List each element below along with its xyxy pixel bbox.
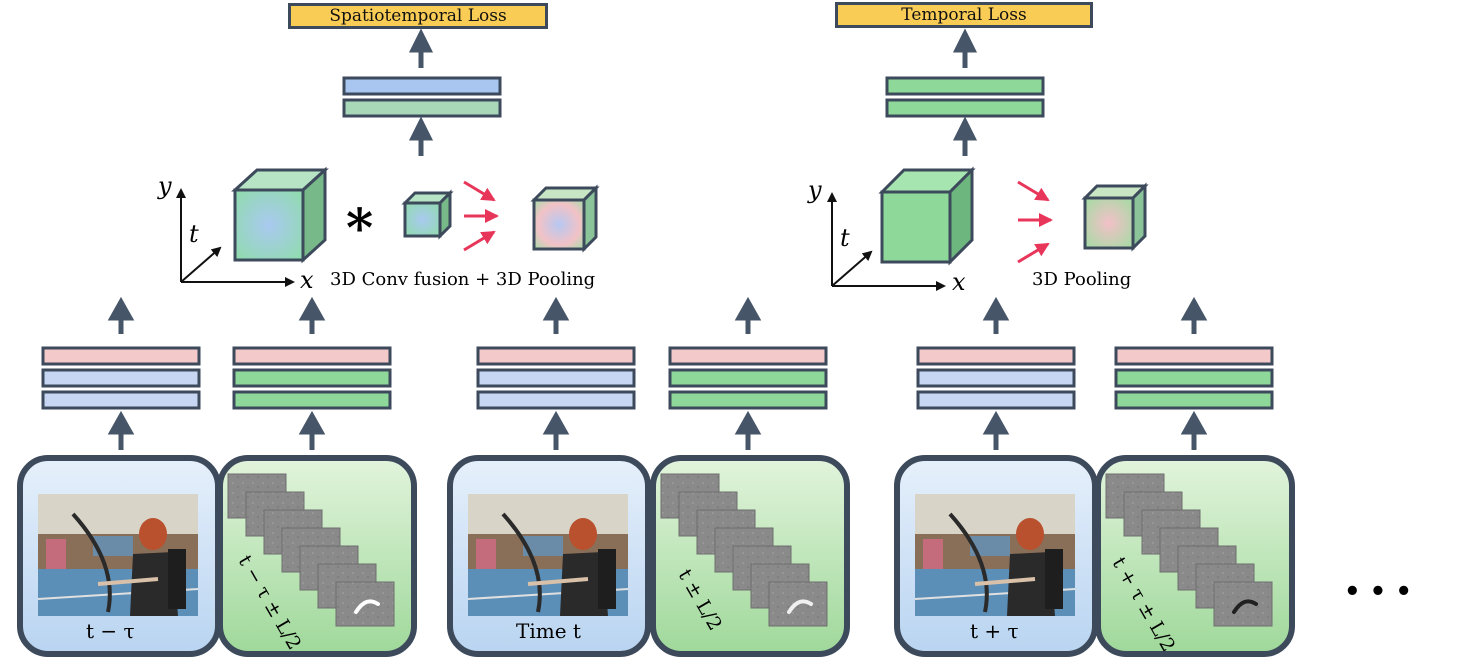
conv-layer xyxy=(232,346,392,366)
conv-layer xyxy=(476,346,636,366)
up-arrow xyxy=(542,410,570,450)
axis-t-label: t xyxy=(840,224,850,252)
input-panels xyxy=(17,455,1295,657)
optical-flow-panel xyxy=(1095,455,1295,657)
motion-cnn-stack xyxy=(1114,296,1274,450)
temporal-loss-box: Temporal Loss xyxy=(835,2,1093,28)
conv-layer xyxy=(41,368,201,388)
conv-layer xyxy=(476,368,636,388)
appearance-cnn-stack xyxy=(41,296,201,450)
axis-y-label: y xyxy=(157,172,172,200)
conv-layer xyxy=(1114,390,1274,410)
conv-layer xyxy=(916,368,1076,388)
pooled-cube xyxy=(530,184,600,253)
continuation-ellipsis: • • • xyxy=(1344,577,1412,607)
conv-layer xyxy=(668,368,828,388)
conv-layer xyxy=(668,346,828,366)
up-arrow xyxy=(982,296,1010,334)
flow-frame-stack xyxy=(1105,473,1273,627)
rgb-frame-panel xyxy=(447,455,651,657)
optical-flow-panel xyxy=(650,455,850,657)
appearance-cnn-stack xyxy=(476,296,636,450)
conv-filter-cube-small xyxy=(401,189,454,240)
up-arrow xyxy=(1180,410,1208,450)
up-arrow xyxy=(734,410,762,450)
frame-label-right: t + τ xyxy=(970,619,1019,643)
conv-layer xyxy=(1114,368,1274,388)
video-frame-image xyxy=(914,494,1076,616)
right-top-branch xyxy=(885,28,1045,156)
up-arrow xyxy=(542,296,570,334)
axes-left: y t x xyxy=(157,172,314,294)
conv-layer xyxy=(1114,346,1274,366)
flow-frame-stack xyxy=(660,473,828,627)
motion-cnn-stack xyxy=(232,296,392,450)
left-top-branch xyxy=(342,28,502,156)
appearance-cnn-stack xyxy=(916,296,1076,450)
axis-x-label: x xyxy=(300,266,314,294)
conv-layer xyxy=(916,346,1076,366)
feature-volume-cube-large xyxy=(231,166,329,264)
video-frame-image xyxy=(37,494,199,616)
axis-x-label: x xyxy=(952,268,966,296)
up-arrow xyxy=(734,296,762,334)
up-arrow xyxy=(107,296,135,334)
fc-layer xyxy=(342,76,502,96)
motion-cnn-stack xyxy=(668,296,828,450)
convolution-operator: * xyxy=(346,198,373,259)
up-arrow xyxy=(982,410,1010,450)
up-arrow xyxy=(1180,296,1208,334)
conv-layer xyxy=(232,368,392,388)
fc-layer xyxy=(885,76,1045,96)
conv-layer xyxy=(232,390,392,410)
optical-flow-panel xyxy=(217,455,417,657)
rgb-frame-panel xyxy=(894,455,1098,657)
fc-layer xyxy=(885,98,1045,118)
conv-layer xyxy=(41,346,201,366)
flow-frame-stack xyxy=(227,473,395,627)
up-arrow xyxy=(952,116,978,156)
layer-stacks xyxy=(41,296,1274,450)
conv-fusion-label: 3D Conv fusion + 3D Pooling xyxy=(330,269,595,290)
up-arrow xyxy=(298,296,326,334)
axis-t-label: t xyxy=(189,220,199,248)
axis-y-label: y xyxy=(807,176,822,204)
conv-layer xyxy=(668,390,828,410)
up-arrow xyxy=(107,410,135,450)
pooling-label: 3D Pooling xyxy=(1032,269,1131,290)
frame-label-left: t − τ xyxy=(86,619,135,643)
up-arrow xyxy=(952,28,978,68)
fc-layer xyxy=(342,98,502,118)
feature-volume-cube-large-temporal xyxy=(878,166,976,266)
video-frame-image xyxy=(467,494,629,616)
red-arrows-left xyxy=(463,180,499,252)
pooled-cube-temporal xyxy=(1081,182,1149,252)
spatiotemporal-loss-box: Spatiotemporal Loss xyxy=(288,3,548,29)
frame-label-middle: Time t xyxy=(516,619,581,643)
axes-right: y t x xyxy=(807,176,966,296)
conv-layer xyxy=(41,390,201,410)
up-arrow xyxy=(298,410,326,450)
conv-layer xyxy=(476,390,636,410)
up-arrow xyxy=(408,28,434,68)
up-arrow xyxy=(408,116,434,156)
conv-layer xyxy=(916,390,1076,410)
red-arrows-right xyxy=(1017,180,1053,264)
